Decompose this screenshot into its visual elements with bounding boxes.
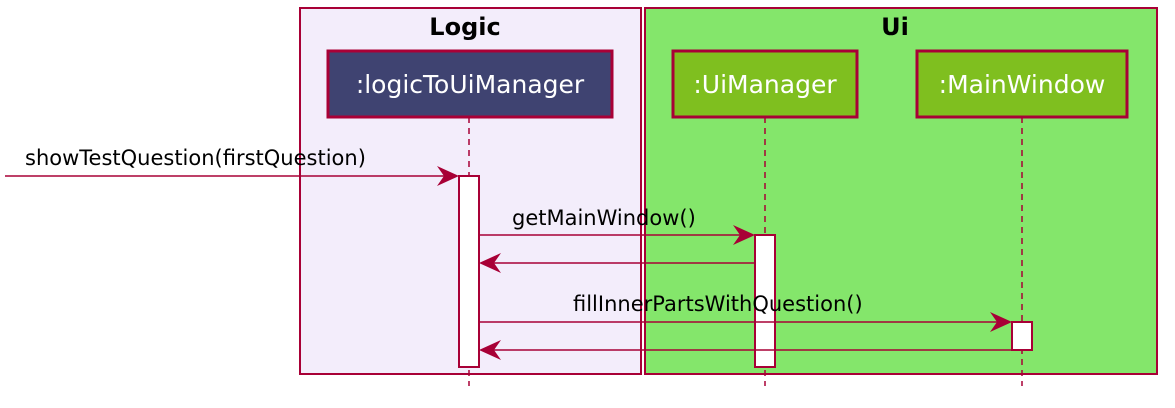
arrowhead-icon — [733, 225, 755, 245]
message-return-main-window — [479, 340, 1012, 360]
arrowhead-icon — [479, 253, 501, 273]
message-return-ui-manager — [479, 253, 755, 273]
activation-ui-manager — [754, 234, 776, 368]
message-get-main-window-label: getMainWindow() — [512, 206, 696, 230]
participant-logic-to-ui-manager: :logicToUiManager — [326, 49, 614, 119]
logic-box-title: Logic — [429, 13, 500, 41]
message-show-test-question: showTestQuestion(firstQuestion) — [5, 146, 459, 186]
arrowhead-icon — [479, 340, 501, 360]
message-fill-inner-parts: fillInnerPartsWithQuestion() — [479, 292, 1012, 332]
participant-logic-to-ui-manager-label: :logicToUiManager — [356, 70, 585, 99]
arrowhead-icon — [990, 312, 1012, 332]
participant-ui-manager: :UiManager — [671, 49, 859, 119]
message-fill-inner-parts-label: fillInnerPartsWithQuestion() — [573, 292, 863, 316]
participant-ui-manager-label: :UiManager — [693, 70, 837, 99]
activation-main-window — [1011, 321, 1033, 351]
participant-main-window: :MainWindow — [915, 49, 1129, 119]
message-get-main-window: getMainWindow() — [479, 206, 755, 245]
message-show-test-question-label: showTestQuestion(firstQuestion) — [25, 146, 366, 170]
activation-logic-to-ui-manager — [458, 175, 480, 368]
ui-box-title: Ui — [881, 13, 909, 41]
participant-main-window-label: :MainWindow — [939, 70, 1106, 99]
arrowhead-icon — [437, 166, 459, 186]
